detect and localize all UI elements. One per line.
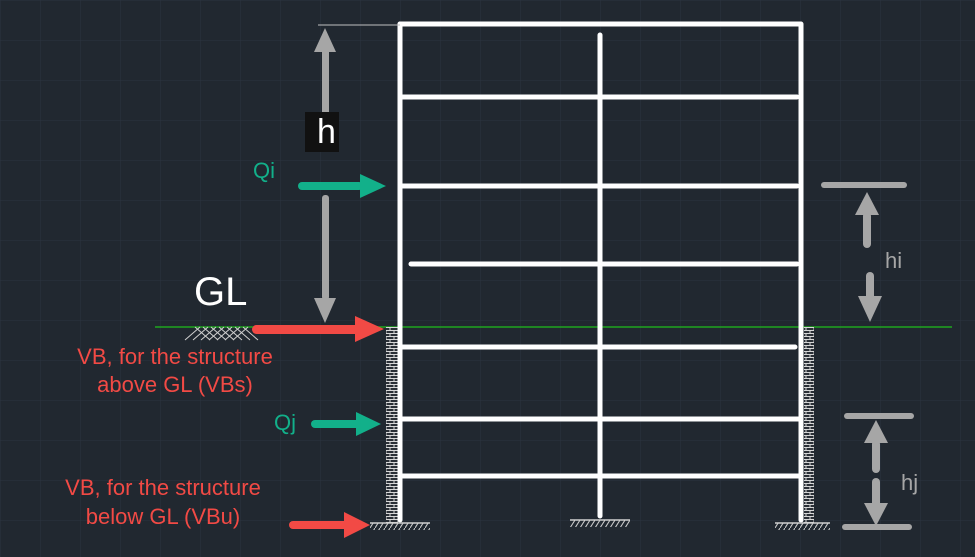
fixed-support-icon: [570, 520, 630, 527]
fixed-support-icon: [370, 523, 430, 530]
hi-label: hi: [885, 248, 902, 273]
h-label: h: [317, 113, 336, 151]
height-dimension-arrows: [314, 28, 336, 323]
building-frame: [397, 21, 804, 523]
qi-load-arrow: [298, 174, 386, 198]
fixed-support-icon: [775, 523, 830, 530]
vbu-label-line2: below GL (VBu): [86, 504, 240, 529]
basement-wall-right: [804, 327, 814, 523]
hj-dimension: [842, 413, 914, 530]
qj-label: Qj: [274, 410, 296, 435]
h-label-bg: [305, 112, 339, 152]
hi-dimension: [821, 182, 907, 322]
qi-label: Qi: [253, 158, 275, 183]
vbu-base-shear-arrow: [289, 512, 370, 538]
vbs-label-line2: above GL (VBs): [97, 372, 253, 397]
qj-load-arrow: [311, 412, 381, 436]
gl-label: GL: [194, 270, 247, 314]
vbu-label-line1: VB, for the structure: [65, 475, 261, 500]
hj-label: hj: [901, 470, 918, 495]
vbs-label-line1: VB, for the structure: [77, 344, 273, 369]
vbs-base-shear-arrow: [252, 316, 384, 342]
basement-wall-left: [386, 327, 398, 523]
soil-hatch-icon: [184, 326, 259, 341]
